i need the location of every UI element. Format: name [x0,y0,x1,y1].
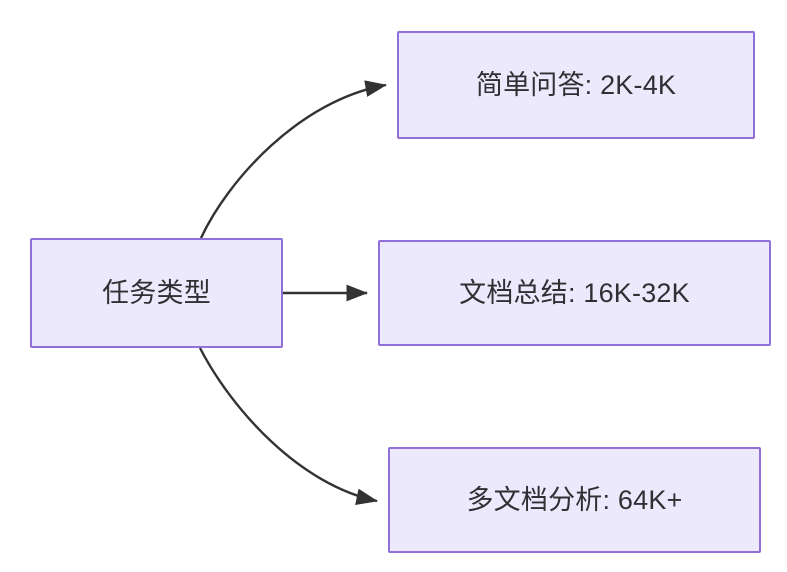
node-simple-qa-label: 简单问答: 2K-4K [475,69,677,100]
node-multi-document-analysis-label: 多文档分析: 64K+ [466,484,683,515]
node-task-type-label: 任务类型 [102,277,211,308]
node-task-type[interactable]: 任务类型 [30,238,283,348]
node-simple-qa[interactable]: 简单问答: 2K-4K [397,31,755,139]
edge-source-to-simple [199,80,387,239]
edge-source-to-multidoc [198,347,378,506]
node-document-summary[interactable]: 文档总结: 16K-32K [378,240,771,346]
node-multi-document-analysis[interactable]: 多文档分析: 64K+ [388,447,761,553]
node-document-summary-label: 文档总结: 16K-32K [459,277,690,308]
